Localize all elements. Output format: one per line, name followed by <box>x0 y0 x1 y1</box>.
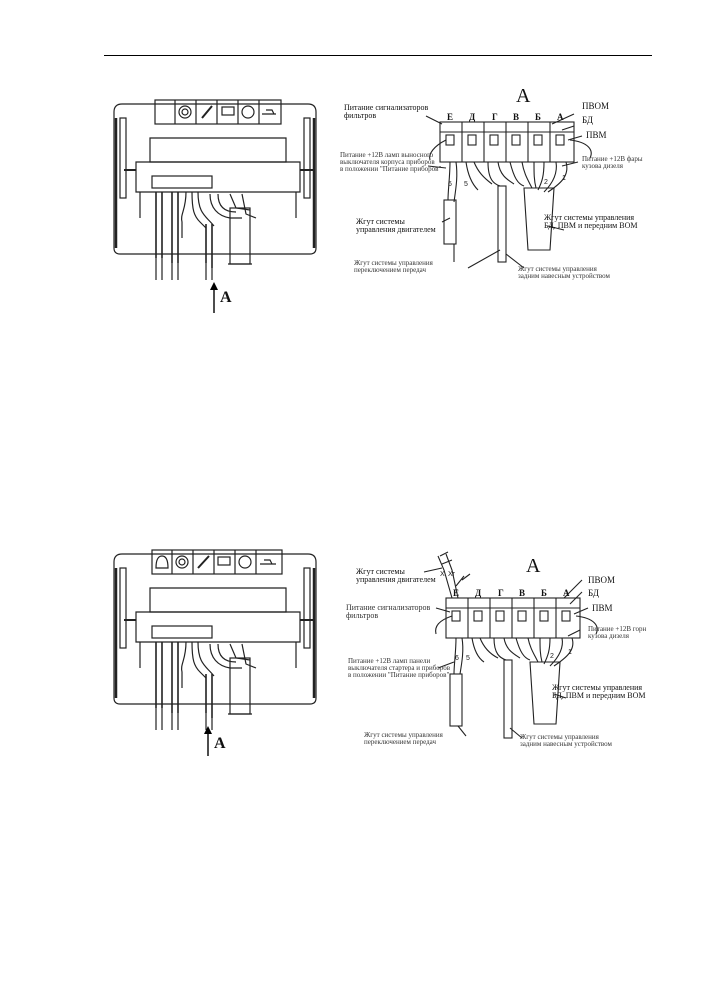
figure1-detail-a: 6 5 2 1 А Е Д Г В Б А Питание сигнализатор… <box>338 80 643 285</box>
header-rule <box>104 55 652 56</box>
socket-letter-v: В <box>519 588 526 598</box>
console-drawing <box>113 549 317 756</box>
svg-text:5: 5 <box>464 181 468 188</box>
svg-text:6: 6 <box>448 181 452 188</box>
svg-text:1: 1 <box>568 649 572 656</box>
view-arrow-label: А <box>220 289 232 306</box>
socket-letter-g: Г <box>492 112 498 122</box>
figure2-console-view: А <box>110 548 322 768</box>
label-pvom: ПВОМ <box>582 101 610 111</box>
svg-text:6: 6 <box>455 655 459 662</box>
label-pvm: ПВМ <box>586 130 607 140</box>
socket-letter-a: А <box>557 112 564 122</box>
console-drawing <box>113 99 317 313</box>
label-bd: БД <box>588 588 599 598</box>
svg-text:1: 1 <box>562 175 566 182</box>
socket-letter-e: Е <box>453 588 460 598</box>
label-pvm: ПВМ <box>592 603 613 613</box>
svg-text:Хг: Хг <box>448 571 456 578</box>
svg-text:5: 5 <box>466 655 470 662</box>
detail-title: А <box>516 85 531 107</box>
detail-drawing: 6 5 2 1 <box>425 113 592 269</box>
socket-letter-b: Б <box>535 112 541 122</box>
svg-text:2: 2 <box>550 653 554 660</box>
detail-title: А <box>526 555 541 577</box>
label-pvom: ПВОМ <box>588 575 616 585</box>
socket-letter-d: Д <box>475 588 482 598</box>
socket-letter-e: Е <box>447 112 454 122</box>
socket-letter-g: Г <box>498 588 504 598</box>
figure1-console-view: А <box>110 98 322 318</box>
socket-letter-b: Б <box>541 588 547 598</box>
socket-letter-a: А <box>563 588 570 598</box>
socket-letter-v: В <box>513 112 520 122</box>
svg-text:2: 2 <box>544 179 548 186</box>
view-arrow-label: А <box>214 735 226 752</box>
svg-text:Х: Х <box>440 571 445 578</box>
label-bd: БД <box>582 115 593 125</box>
socket-letter-d: Д <box>469 112 476 122</box>
